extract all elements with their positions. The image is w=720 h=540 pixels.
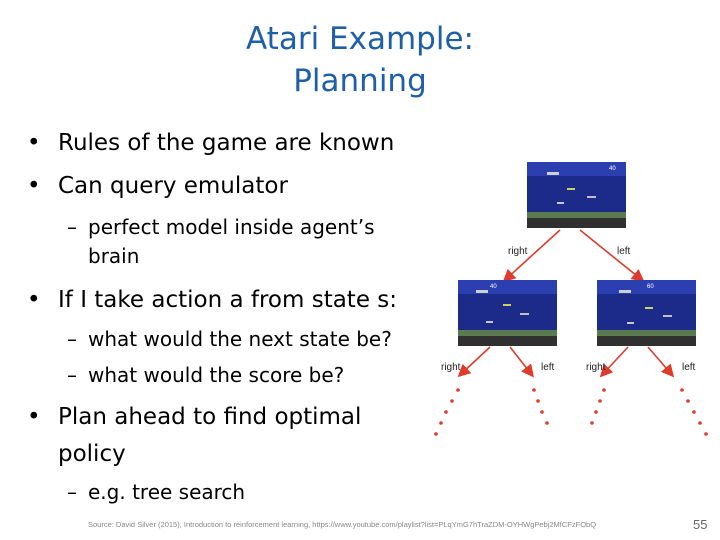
arrow-right-mid2 <box>599 346 629 378</box>
bullet-text: Rules of the game are known <box>58 130 395 156</box>
atari-screen-right-image: 40 <box>458 280 557 346</box>
bullet-text: policy <box>58 441 126 467</box>
subbullet-text: e.g. tree search <box>88 480 246 504</box>
subbullet-text: what would the next state be? <box>88 327 392 351</box>
subbullet-dash: – <box>67 480 77 504</box>
score-top: 40 <box>609 166 616 172</box>
atari-screen-right: 40 <box>458 280 557 346</box>
subbullet-dash: – <box>67 215 77 239</box>
slide-title-line2: Planning <box>293 63 427 99</box>
atari-screen-left-image: 60 <box>597 280 696 346</box>
slide-title: Atari Example: Planning <box>0 18 720 102</box>
bullet-dot: • <box>27 404 41 430</box>
dotted-continuation-lines <box>434 388 708 436</box>
atari-screen-root-image: 40 <box>527 162 626 228</box>
bullet-text: Can query emulator <box>58 173 288 199</box>
subbullet-text: brain <box>88 244 140 268</box>
score-left: 40 <box>490 284 497 290</box>
arrow-left-mid2 <box>647 346 675 378</box>
bullet-text: Plan ahead to find optimal <box>58 404 362 430</box>
bullet-text: If I take action a from state s: <box>58 287 398 313</box>
label-right-top: right <box>508 246 528 257</box>
arrow-left-top <box>579 229 645 283</box>
subbullet-dash: – <box>67 327 77 351</box>
label-left-top: left <box>617 246 631 257</box>
atari-screen-root: 40 <box>527 162 626 228</box>
source-citation: Source: David Silver (2015), Introductio… <box>88 520 597 529</box>
atari-screen-left: 60 <box>597 280 696 346</box>
bullet-dot: • <box>27 287 41 313</box>
bullet-dot: • <box>27 130 41 156</box>
subbullet-text: perfect model inside agent’s <box>88 215 375 239</box>
slide-title-line1: Atari Example: <box>246 21 474 57</box>
label-left-mid2: left <box>682 362 696 373</box>
label-left-mid1: left <box>541 362 555 373</box>
score-right: 60 <box>647 284 654 290</box>
label-right-mid2: right <box>586 362 606 373</box>
arrow-right-mid1 <box>457 346 491 378</box>
subbullet-dash: – <box>67 363 77 387</box>
page-number: 55 <box>693 517 708 532</box>
label-right-mid1: right <box>441 362 461 373</box>
arrow-right-top <box>502 229 561 283</box>
bullet-dot: • <box>27 173 41 199</box>
arrow-left-mid1 <box>509 346 534 378</box>
subbullet-text: what would the score be? <box>88 363 345 387</box>
